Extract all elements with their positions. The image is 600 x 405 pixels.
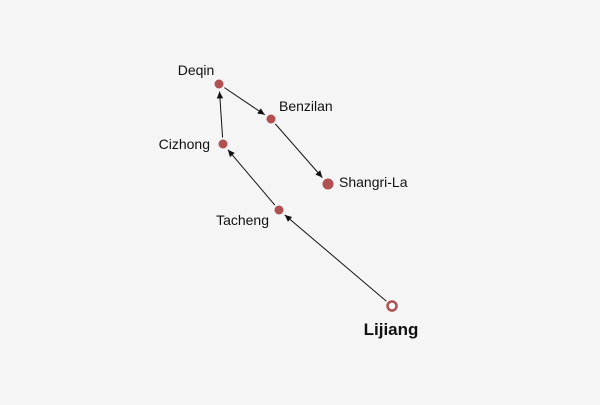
node-cizhong-marker — [218, 139, 228, 149]
node-shangri-la-label: Shangri-La — [339, 174, 408, 190]
node-deqin-label: Deqin — [178, 62, 215, 78]
node-lijiang-marker — [386, 300, 398, 312]
node-lijiang-label: Lijiang — [364, 320, 419, 339]
route-labels: Lijiang Tacheng Cizhong DeqinBenzilanShangr… — [159, 62, 419, 339]
node-tacheng-marker — [274, 205, 284, 215]
route-edge-tacheng-to-cizhong — [227, 149, 276, 206]
route-nodes — [214, 79, 398, 312]
route-edge-deqin-to-benzilan — [224, 87, 266, 116]
node-benzilan-marker — [266, 114, 276, 124]
route-edge-benzilan-to-shangri-la — [274, 123, 323, 178]
node-tacheng-label: Tacheng — [216, 212, 269, 228]
node-deqin-marker — [214, 79, 224, 89]
node-benzilan-label: Benzilan — [279, 98, 333, 114]
node-shangri-la-marker — [322, 178, 334, 190]
route-edges — [216, 87, 387, 302]
node-cizhong-label: Cizhong — [159, 136, 210, 152]
route-edge-lijiang-to-tacheng — [284, 214, 387, 302]
route-edge-cizhong-to-deqin — [216, 91, 224, 138]
